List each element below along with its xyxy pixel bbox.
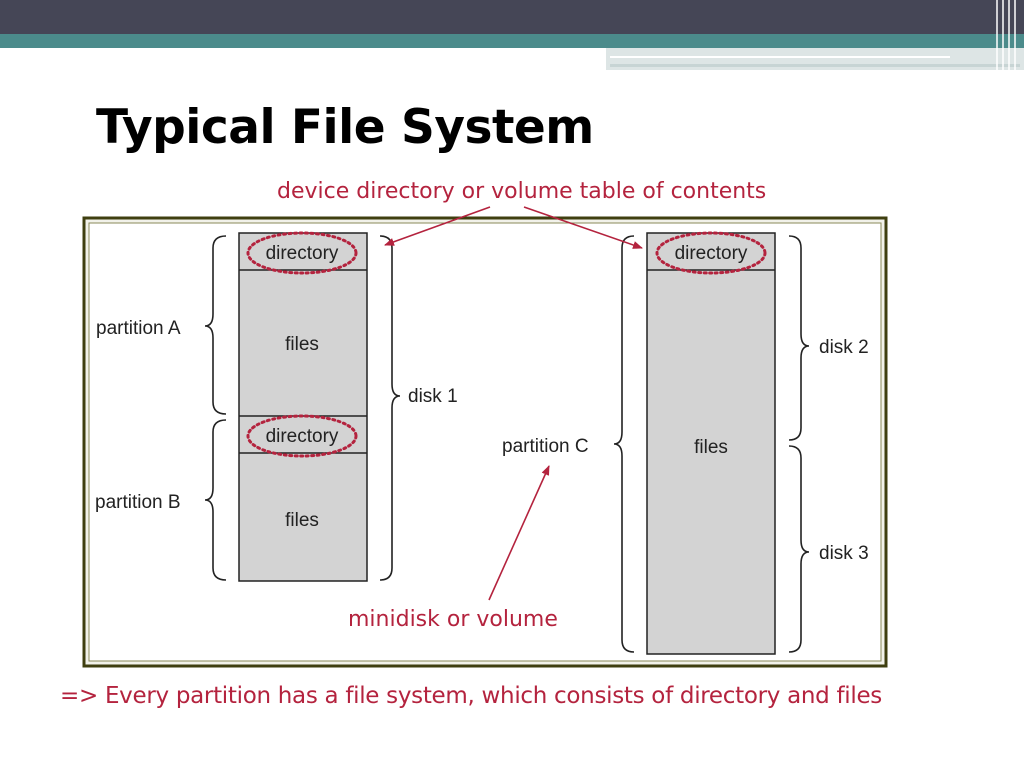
- partition-b-brace: [204, 419, 227, 581]
- footer-note: => Every partition has a file system, wh…: [60, 683, 882, 709]
- block-label-directory-b: directory: [266, 426, 339, 447]
- disk-3-brace: [788, 445, 810, 653]
- header-bar: [0, 0, 1024, 34]
- top-annotation-arrow-right: [523, 206, 643, 249]
- top-annotation-arrow-left: [384, 206, 491, 246]
- block-label-directory-a: directory: [266, 243, 339, 264]
- top-annotation: device directory or volume table of cont…: [277, 179, 766, 204]
- block-label-files-b: files: [285, 510, 319, 531]
- volume-stack: [646, 232, 776, 655]
- directory-highlight: [246, 231, 358, 275]
- directory-highlight: [246, 414, 358, 458]
- header-line-2: [610, 64, 1020, 67]
- header-line: [610, 56, 950, 58]
- partition-c-brace: [613, 235, 635, 653]
- disk-2-brace: [788, 235, 810, 441]
- block-label-files-c: files: [694, 437, 728, 458]
- block-label-files-a: files: [285, 334, 319, 355]
- header-accent-bar: [0, 34, 1024, 48]
- disk-3-label: disk 3: [819, 543, 869, 564]
- partition-b-label: partition B: [95, 492, 181, 513]
- slide-title: Typical File System: [96, 100, 594, 155]
- partition-a-brace: [204, 235, 227, 415]
- disk-stack: [238, 232, 368, 582]
- block-label-directory-c: directory: [675, 243, 748, 264]
- partition-c-label: partition C: [502, 436, 589, 457]
- bottom-annotation: minidisk or volume: [348, 607, 558, 632]
- disk-1-label: disk 1: [408, 386, 458, 407]
- disk-2-label: disk 2: [819, 337, 869, 358]
- directory-highlight: [655, 231, 767, 275]
- corner-decoration: [988, 0, 1024, 70]
- bottom-annotation-arrow: [488, 465, 550, 601]
- partition-a-label: partition A: [96, 318, 181, 339]
